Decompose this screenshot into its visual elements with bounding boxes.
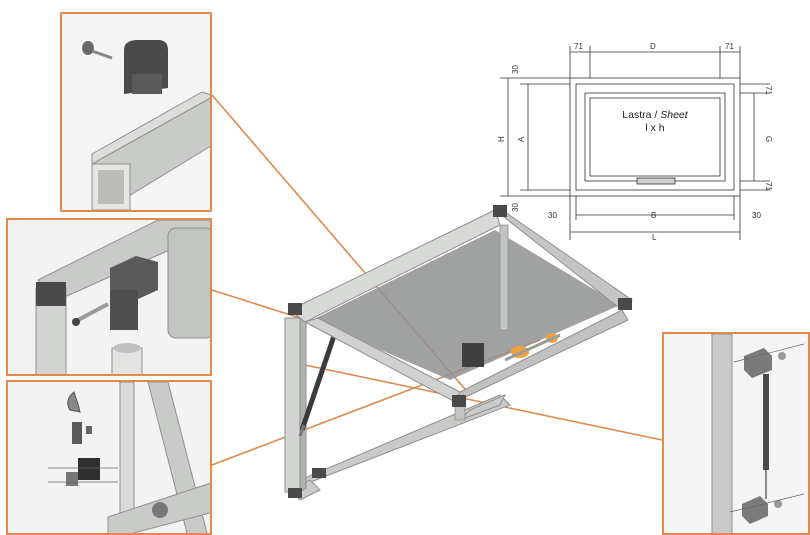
dim-71-left: 71 bbox=[574, 42, 583, 51]
dim-71-side-bottom: 71 bbox=[764, 182, 773, 191]
dim-g: G bbox=[764, 136, 773, 142]
dim-30-right: 30 bbox=[752, 211, 761, 220]
bracket-bottom-icon bbox=[729, 493, 805, 524]
dim-l: L bbox=[652, 233, 657, 242]
lid-frame bbox=[288, 205, 633, 421]
dim-30-left: 30 bbox=[548, 211, 557, 220]
dim-71-side-top: 71 bbox=[764, 86, 773, 95]
detail-panel-corner-connector bbox=[6, 218, 212, 376]
detail-panel-gas-spring bbox=[662, 332, 810, 535]
aluminium-profile-icon bbox=[91, 91, 210, 210]
vertical-post bbox=[284, 313, 326, 498]
hinge-icon bbox=[66, 391, 100, 486]
glass-pane bbox=[312, 230, 620, 380]
dim-30-bottom: 30 bbox=[511, 203, 520, 212]
technical-drawing bbox=[500, 46, 770, 240]
sheet-label: Lastra / Sheet bbox=[622, 109, 688, 121]
detail-panel-end-cap bbox=[60, 12, 212, 212]
gas-spring-detail-drawing bbox=[664, 334, 808, 533]
screw-icon bbox=[72, 302, 109, 326]
corner-connector-detail-drawing bbox=[8, 220, 210, 374]
detail-panel-hinge bbox=[6, 380, 212, 535]
dim-a: A bbox=[517, 136, 526, 142]
hinge-detail-drawing bbox=[8, 382, 210, 533]
dim-d: D bbox=[650, 42, 656, 51]
callout-line-middle bbox=[211, 289, 301, 319]
gas-spring bbox=[298, 329, 339, 437]
connector-icon bbox=[110, 256, 158, 330]
dim-30-top: 30 bbox=[511, 65, 520, 74]
dim-b: B bbox=[651, 211, 656, 220]
sheet-size-label: l x h bbox=[645, 122, 664, 134]
screw-icon bbox=[82, 41, 113, 60]
dim-71-right: 71 bbox=[725, 42, 734, 51]
end-cap-detail-drawing bbox=[62, 14, 210, 210]
drawing-labels: 71 D 71 30 H A G 71 71 30 30 B 30 L bbox=[497, 42, 773, 242]
end-cap-icon bbox=[124, 40, 168, 94]
base-frame bbox=[289, 394, 511, 501]
gas-spring-icon bbox=[763, 374, 769, 499]
bracket-top-icon bbox=[733, 343, 805, 378]
dim-h: H bbox=[497, 136, 506, 142]
